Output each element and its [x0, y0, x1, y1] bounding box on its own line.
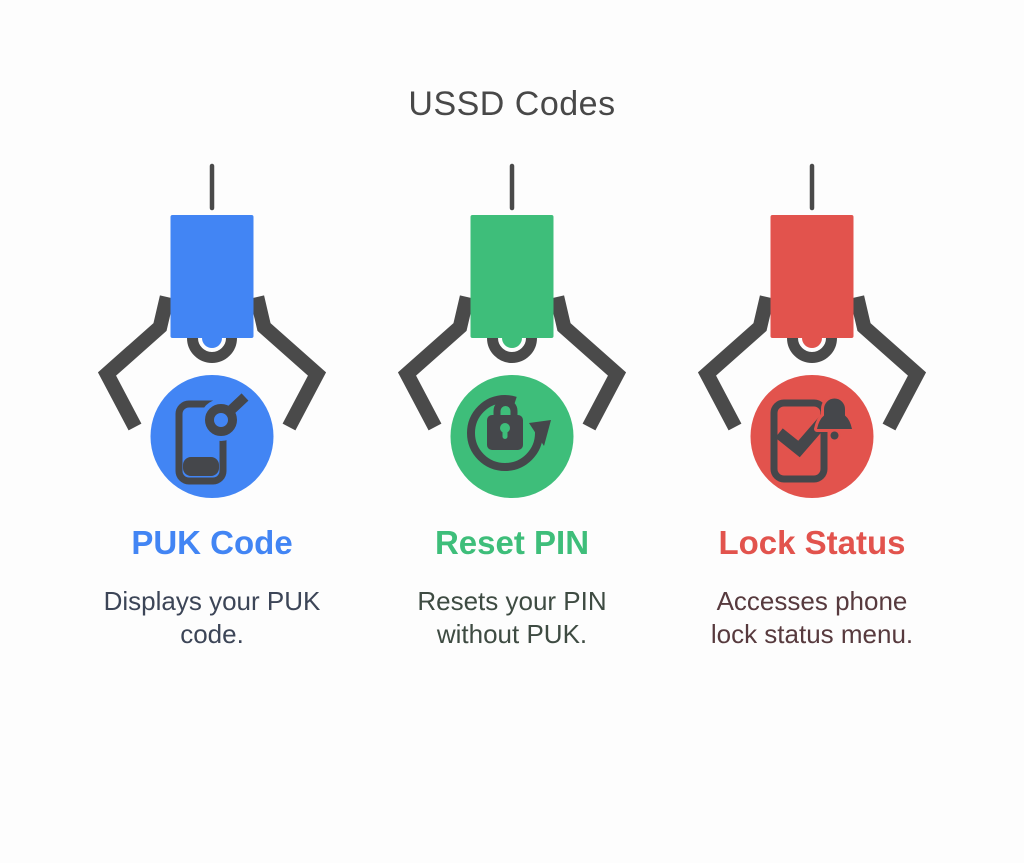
phone-check-bell-icon: [770, 395, 855, 483]
card-description: Displays your PUK code.: [103, 586, 321, 649]
claw-arm-left: [697, 295, 775, 431]
lock-keyhole: [500, 423, 510, 433]
card-reset-pin: Reset PIN Resets your PIN without PUK.: [362, 158, 662, 651]
claw-arm-left: [397, 295, 475, 431]
card-description: Accesses phone lock status menu.: [710, 586, 914, 649]
card-heading: Lock Status: [718, 524, 906, 561]
card-description: Resets your PIN without PUK.: [417, 586, 607, 649]
claw-body-block: [170, 215, 254, 338]
claw-body-block: [770, 215, 854, 338]
phone-outline: [770, 399, 828, 483]
card-lock-status: Lock Status Accesses phone lock status m…: [662, 158, 962, 651]
reset-arrow-head: [529, 420, 551, 446]
phone-outline: [175, 400, 227, 485]
claw-arm-right: [249, 295, 327, 431]
claw-machine-green: [397, 163, 627, 498]
cards-row: PUK Code Displays your PUK code. Reset P…: [0, 158, 1024, 651]
claw-arm-right: [849, 295, 927, 431]
claw-machine-blue: [97, 163, 327, 498]
lock-keyhole-stem: [502, 430, 508, 439]
lock-reset-icon: [467, 395, 551, 471]
page-title: USSD Codes: [408, 85, 616, 123]
card-heading: Reset PIN: [434, 524, 590, 561]
key-ring: [205, 404, 237, 436]
claw-arm-right: [549, 295, 627, 431]
bell-clapper: [828, 429, 841, 442]
claw-pivot-ring: [187, 337, 237, 363]
card-puk-code: PUK Code Displays your PUK code.: [62, 158, 362, 651]
claw-machine-red: [697, 163, 927, 498]
claw-body-block: [470, 215, 554, 338]
claw-pivot-ring: [787, 337, 837, 363]
key-blade: [225, 393, 249, 416]
page: { "background": "#FDFDFD", "title": { "t…: [0, 84, 1024, 863]
card-heading: PUK Code: [131, 524, 293, 561]
lock-shackle: [493, 399, 518, 418]
claw-arm-left: [97, 295, 175, 431]
claw-pivot-ring: [487, 337, 537, 363]
bell: [814, 395, 855, 432]
phone-key-icon: [175, 393, 249, 485]
phone-bottom-bar: [183, 457, 219, 476]
